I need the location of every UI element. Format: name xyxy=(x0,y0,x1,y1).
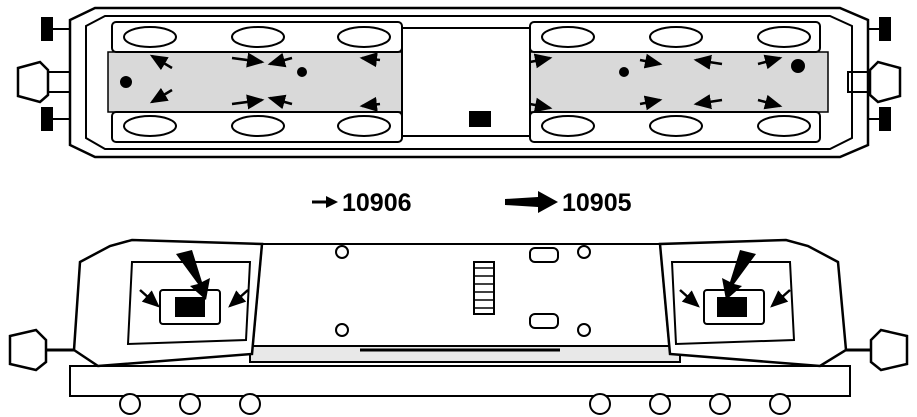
legend-label-10906: 10906 xyxy=(342,189,412,217)
small-arrow-icon xyxy=(312,196,338,208)
large-arrow-icon xyxy=(505,191,558,213)
legend-label-10905: 10905 xyxy=(562,189,632,217)
lubrication-arrows-top xyxy=(149,52,783,113)
large-arrow-left xyxy=(176,250,210,300)
legend: 10906 10905 xyxy=(312,189,632,217)
lubrication-arrows-bottom xyxy=(139,250,791,308)
large-arrow-right xyxy=(722,250,756,300)
top-view-open-body xyxy=(8,238,909,415)
underside-view xyxy=(16,6,902,159)
